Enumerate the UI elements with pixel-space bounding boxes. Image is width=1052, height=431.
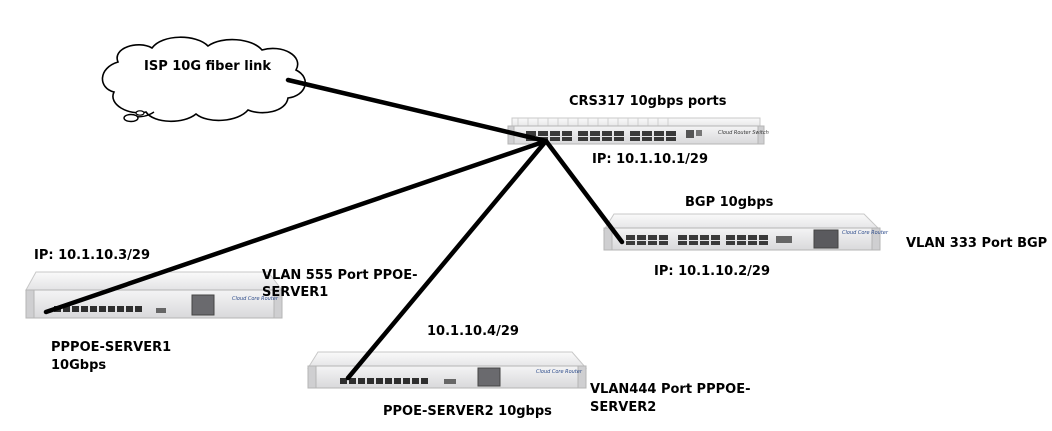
bgp-router: Cloud Core Router [603, 213, 889, 251]
link-switch-to-pppoe-server1 [43, 138, 549, 315]
pppoe-server1-router: Cloud Core Router [25, 271, 284, 319]
link-isp-to-switch [285, 77, 549, 144]
pppoe-server2-brand-text: Cloud Core Router [536, 369, 583, 375]
bgp-router-ip-label: IP: 10.1.10.2/29 [654, 264, 771, 279]
pppoe-server2-vlan-label-line1: VLAN444 Port PPPOE- [590, 382, 751, 397]
bgp-router-brand-text: Cloud Core Router [842, 230, 889, 236]
pppoe-server2-name-label: PPOE-SERVER2 10gbps [383, 404, 552, 419]
link-switch-to-bgp-router [543, 138, 625, 245]
pppoe-server2-ip-label: 10.1.10.4/29 [427, 324, 519, 339]
pppoe-server1-vlan-label-line1: VLAN 555 Port PPOE- [262, 268, 418, 283]
pppoe-server2-router: Cloud Core Router [307, 351, 588, 389]
pppoe-server1-brand-text: Cloud Core Router [232, 296, 279, 302]
link-switch-to-pppoe-server2 [345, 138, 549, 381]
isp-cloud [101, 36, 307, 123]
pppoe-server1-name-label-line1: PPPOE-SERVER1 [51, 340, 172, 355]
bgp-router-vlan-label: VLAN 333 Port BGP [906, 236, 1048, 251]
bgp-router-name-label: BGP 10gbps [685, 195, 774, 210]
pppoe-server1-vlan-label-line2: SERVER1 [262, 285, 329, 300]
pppoe-server1-ip-label: IP: 10.1.10.3/29 [34, 248, 151, 263]
pppoe-server1-name-label-line2: 10Gbps [51, 358, 107, 373]
isp-cloud-label: ISP 10G fiber link [144, 59, 272, 74]
switch-ip-label: IP: 10.1.10.1/29 [592, 152, 709, 167]
switch-brand-text: Cloud Router Switch [718, 130, 769, 136]
pppoe-server2-vlan-label-line2: SERVER2 [590, 400, 657, 415]
switch-name-label: CRS317 10gbps ports [569, 94, 727, 109]
